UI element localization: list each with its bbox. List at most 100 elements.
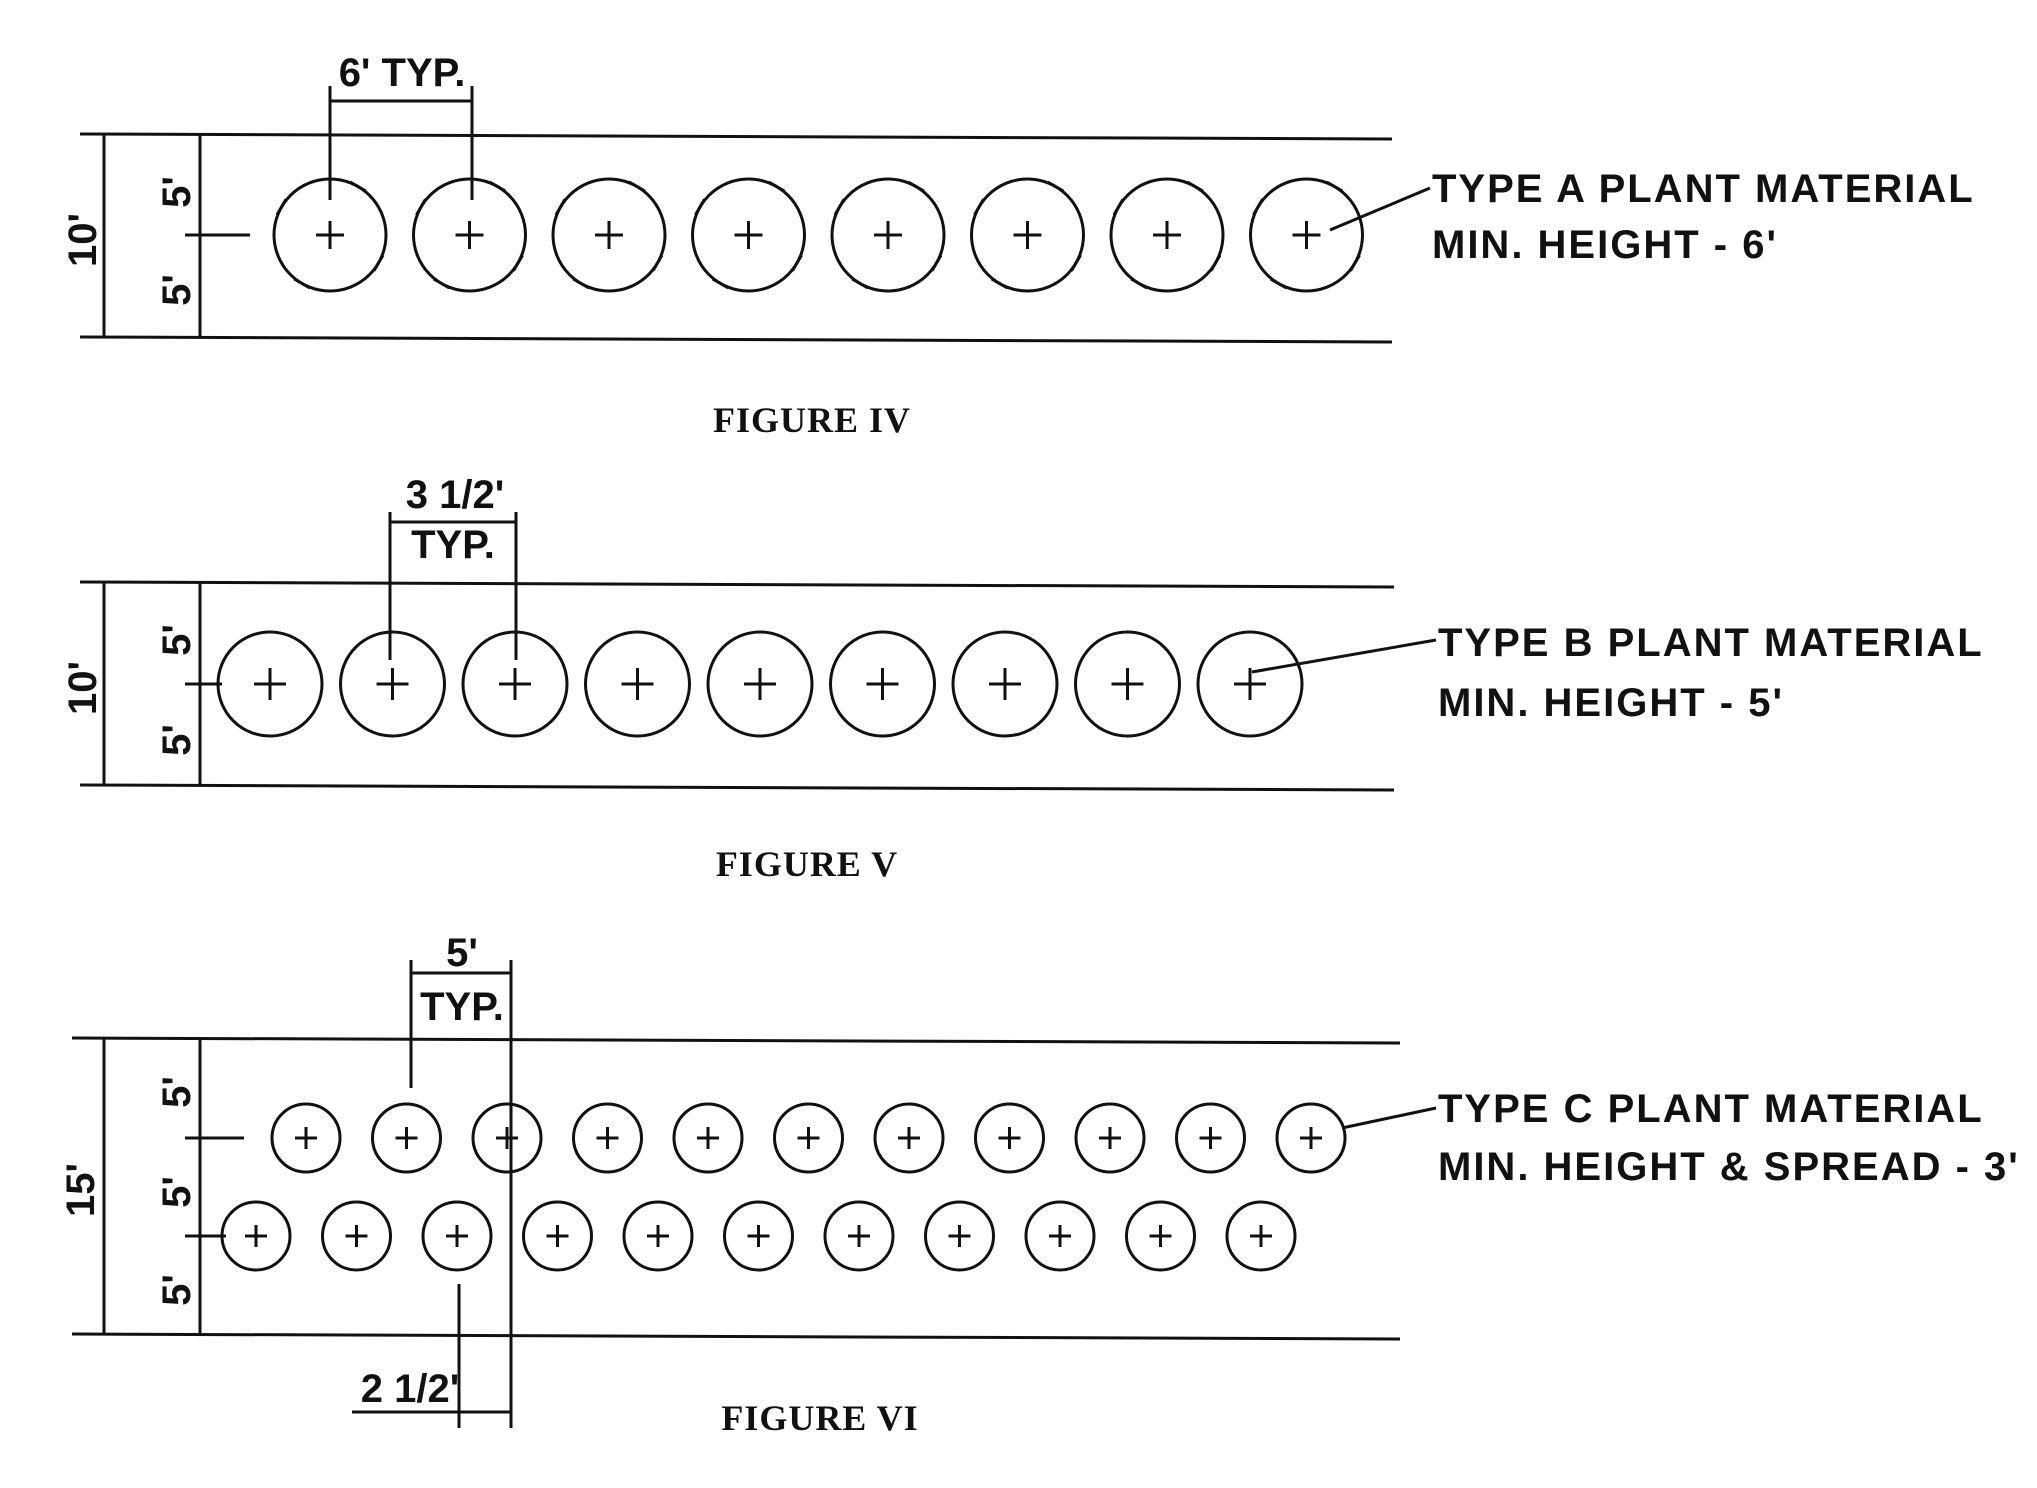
strip-top-edge [79, 580, 1395, 589]
branch-tick [349, 180, 367, 193]
plant-symbol [1109, 177, 1225, 293]
leader-line [1341, 1106, 1437, 1130]
branch-tick [432, 277, 451, 290]
plant-circle [461, 630, 569, 738]
plant-symbol [1249, 177, 1364, 293]
plant-circle [672, 1102, 744, 1174]
spacing-label: 5' [446, 931, 478, 975]
plant-symbol [551, 177, 667, 293]
branch-tick [628, 180, 646, 193]
plant-symbol [321, 1200, 392, 1272]
branch-tick [1209, 254, 1222, 272]
plant-circle [1024, 1200, 1096, 1272]
plant-symbol [1196, 630, 1304, 738]
plant-symbol [951, 630, 1059, 738]
plant-symbol [1024, 1200, 1096, 1272]
plant-row-1 [272, 177, 1364, 293]
plant-symbol [873, 1102, 945, 1174]
plant-circle [622, 1200, 694, 1272]
plant-circle [974, 1102, 1045, 1174]
plant-circle [216, 630, 324, 738]
plant-circle [723, 1200, 794, 1272]
plant-row-1 [270, 1102, 1347, 1174]
plant-symbol [691, 177, 806, 293]
branch-tick [851, 277, 869, 290]
branch-tick [907, 180, 925, 193]
plant-symbol [773, 1102, 844, 1174]
spacing-sub-label: TYP. [411, 523, 495, 567]
plant-circle [1249, 177, 1364, 293]
half-label-top: 5' [155, 624, 199, 656]
strip-bottom-edge [71, 1332, 1401, 1341]
material-label-line-1: TYPE A PLANT MATERIAL [1432, 167, 1975, 211]
width-label: 10' [61, 213, 105, 267]
plant-symbol [829, 630, 936, 738]
plant-symbol [572, 1102, 643, 1174]
plant-symbol [1225, 1200, 1297, 1272]
plant-circle [830, 177, 946, 293]
plant-circle [584, 630, 691, 738]
figure-iv [79, 86, 1431, 344]
branch-tick [275, 198, 288, 216]
plant-circle [270, 1102, 342, 1174]
plant-symbol [974, 1102, 1045, 1174]
plant-circle [924, 1200, 995, 1272]
half-label-3: 5' [155, 1274, 199, 1306]
plant-circle [1125, 1200, 1196, 1272]
branch-tick [415, 198, 427, 216]
branch-tick [488, 180, 507, 193]
branch-tick [572, 277, 590, 290]
plant-symbol [1275, 1102, 1347, 1174]
figure-caption: FIGURE IV [713, 400, 911, 440]
branch-tick [1186, 180, 1204, 193]
offset-label: 2 1/2' [361, 1367, 459, 1411]
branch-tick [1252, 198, 1264, 216]
plant-circle [1275, 1102, 1347, 1174]
plant-circle [471, 1102, 543, 1174]
branch-tick [1070, 254, 1082, 272]
plant-circle [412, 177, 527, 293]
plant-symbol [339, 630, 446, 738]
branch-tick [293, 277, 311, 290]
half-label-top: 5' [155, 176, 199, 208]
plant-symbol [371, 1102, 442, 1174]
material-label-line-1: TYPE C PLANT MATERIAL [1438, 1087, 1984, 1131]
strip-top-edge [71, 1036, 1401, 1045]
branch-tick [791, 254, 803, 272]
spacing-sub-label: TYP. [420, 985, 504, 1029]
material-label-line-2: MIN. HEIGHT - 6' [1432, 223, 1778, 267]
branch-tick [1325, 180, 1344, 193]
plant-symbol [461, 630, 569, 738]
material-label-line-1: TYPE B PLANT MATERIAL [1438, 621, 1984, 665]
spacing-label: 6' TYP. [339, 51, 466, 95]
plant-circle [970, 177, 1085, 293]
plant-circle [321, 1200, 392, 1272]
half-label-2: 5' [155, 1176, 199, 1208]
half-label-bottom: 5' [155, 274, 199, 306]
width-label: 10' [61, 661, 105, 715]
branch-tick [651, 254, 664, 272]
leader-line [1251, 638, 1437, 674]
plant-circle [773, 1102, 844, 1174]
plant-symbol [706, 630, 814, 738]
strip-top-edge [79, 132, 1393, 141]
plant-circle [1225, 1200, 1297, 1272]
branch-tick [1130, 277, 1148, 290]
branch-tick [990, 277, 1009, 290]
figure-v [79, 512, 1437, 792]
plant-symbol [823, 1200, 895, 1272]
plant-symbol [1074, 630, 1181, 738]
plant-circle [706, 630, 814, 738]
plant-symbol [924, 1200, 995, 1272]
figure-vi [71, 960, 1437, 1428]
plant-symbol [471, 1102, 543, 1174]
plant-symbol [412, 177, 527, 293]
plant-symbol [723, 1200, 794, 1272]
strip-bottom-edge [79, 783, 1395, 792]
plant-symbol [584, 630, 691, 738]
plant-circle [272, 177, 388, 293]
plant-symbol [522, 1200, 593, 1272]
branch-tick [930, 254, 943, 272]
branch-tick [694, 198, 706, 216]
leader-line [1329, 186, 1431, 232]
